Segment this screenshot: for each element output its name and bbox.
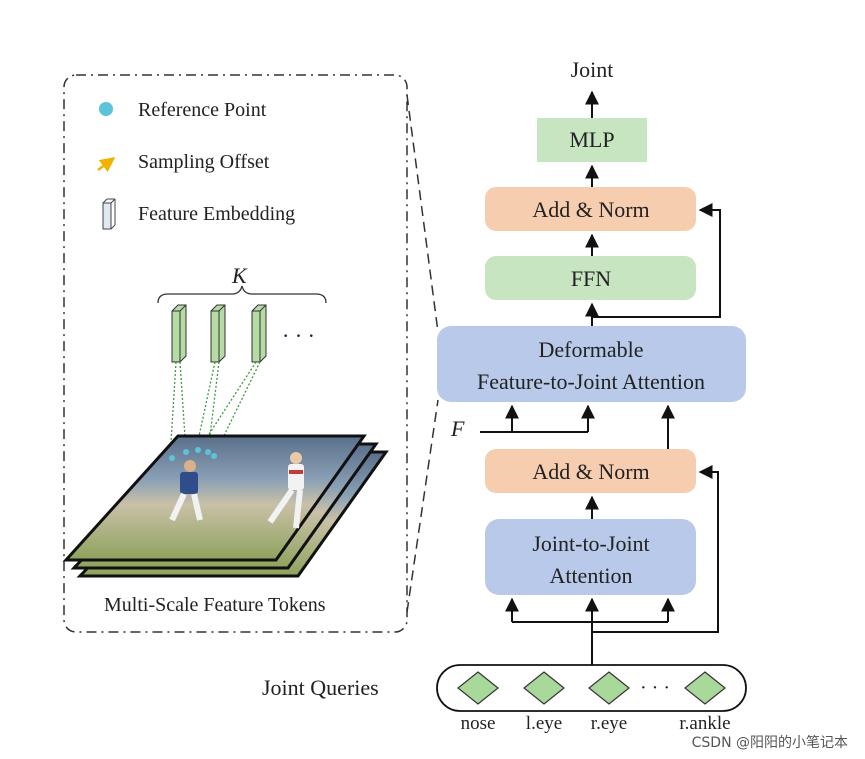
add-norm-bottom-label: Add & Norm	[532, 459, 649, 484]
f-input-label: F	[450, 416, 465, 441]
ffn-block	[485, 256, 696, 300]
add-norm-bottom-block	[485, 449, 696, 493]
joint-queries: Joint Queries · · · nose l.eye r.eye r.a…	[262, 664, 747, 734]
query-diamond	[523, 671, 565, 705]
watermark: CSDN @阳阳的小笔记本	[692, 735, 848, 751]
mlp-block	[537, 118, 647, 162]
deformable-attention-block	[437, 326, 746, 402]
reference-points	[169, 447, 217, 461]
tokens-caption: Multi-Scale Feature Tokens	[104, 594, 326, 616]
query-diamond	[588, 671, 630, 705]
feature-embedding-icon	[102, 198, 116, 230]
j2j-label-line2: Attention	[549, 563, 632, 588]
deformable-label-line2: Feature-to-Joint Attention	[477, 369, 705, 394]
query-diamond	[684, 671, 726, 705]
query-name: r.ankle	[679, 713, 730, 734]
k-label: K	[231, 263, 248, 288]
player-figure	[169, 460, 203, 522]
feature-tokens: · · ·	[171, 304, 315, 363]
query-name: l.eye	[526, 713, 562, 734]
feature-token	[210, 304, 226, 363]
deformable-label-line1: Deformable	[538, 337, 643, 362]
zoom-panel	[63, 74, 439, 633]
sampling-offset-icon	[97, 157, 116, 173]
joint-queries-label: Joint Queries	[262, 675, 379, 700]
feature-image-stack	[62, 434, 389, 578]
zoom-guide-bottom	[406, 399, 439, 613]
legend-sampling-offset: Sampling Offset	[138, 151, 270, 173]
player-figure	[267, 452, 304, 529]
mlp-label: MLP	[569, 127, 614, 152]
query-name: r.eye	[591, 713, 627, 734]
add-norm-top-label: Add & Norm	[532, 197, 649, 222]
legend-reference-point: Reference Point	[138, 99, 267, 121]
queries-ellipsis: · · ·	[640, 677, 670, 699]
reference-point-icon	[99, 102, 113, 116]
pipeline: Joint MLP Add & Norm FFN Deformable Feat…	[437, 57, 746, 665]
k-brace: K	[157, 263, 327, 304]
query-diamond	[457, 671, 499, 705]
legend-feature-embedding: Feature Embedding	[138, 203, 295, 225]
feature-token	[171, 304, 187, 363]
query-name: nose	[461, 713, 496, 734]
add-norm-top-block	[485, 187, 696, 231]
feature-token	[251, 304, 267, 363]
ffn-label: FFN	[571, 266, 611, 291]
zoom-guide-top	[406, 94, 439, 333]
joint-to-joint-attention-block	[485, 519, 696, 595]
legend: Reference Point Sampling Offset Feature …	[97, 99, 295, 230]
tokens-ellipsis: · · ·	[282, 323, 315, 348]
output-joint-label: Joint	[571, 57, 614, 82]
j2j-label-line1: Joint-to-Joint	[532, 531, 649, 556]
